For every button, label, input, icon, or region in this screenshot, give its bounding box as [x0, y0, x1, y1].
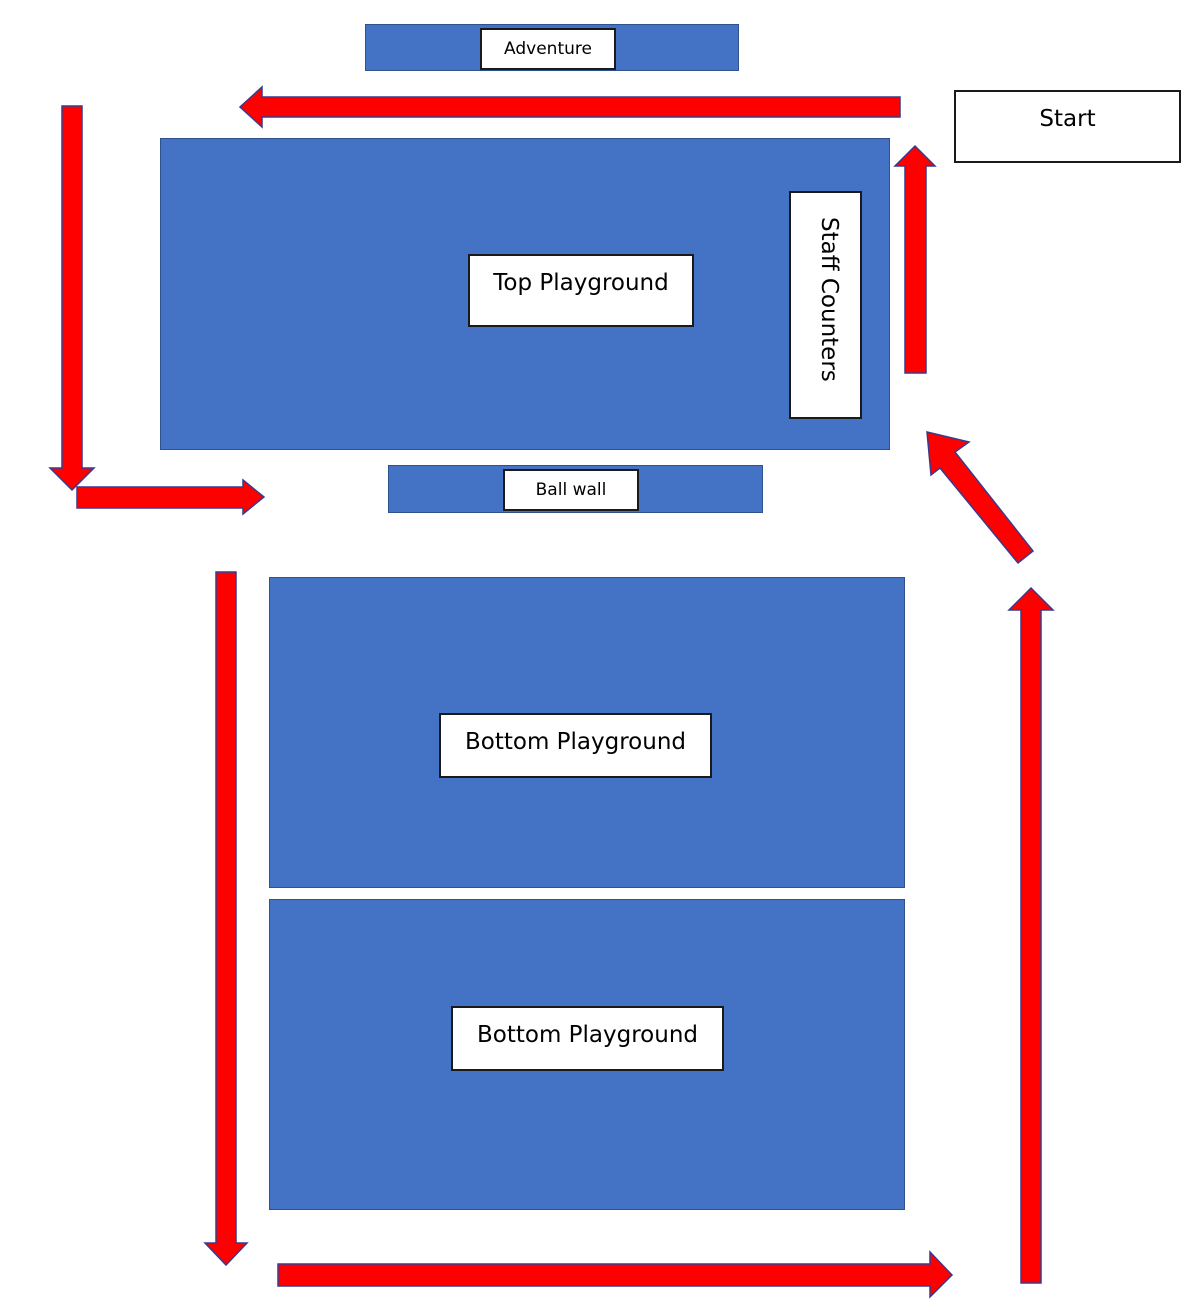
- arrow-bottom-right: [277, 1250, 954, 1299]
- top-playground-label: Top Playground: [468, 254, 694, 327]
- staff-counters-label: Staff Counters: [789, 191, 862, 419]
- start-label: Start: [954, 90, 1181, 163]
- arrow-to-ball-wall: [76, 478, 266, 516]
- arrow-start-to-adventure: [238, 85, 901, 129]
- bottom-playground-text-2: Bottom Playground: [476, 1022, 698, 1048]
- arrow-right-side-up: [1007, 586, 1055, 1284]
- arrow-diagonal-up-left: [926, 431, 1035, 565]
- adventure-text: Adventure: [504, 39, 592, 59]
- ball-wall-label: Ball wall: [503, 469, 639, 511]
- bottom-playground-text-1: Bottom Playground: [464, 729, 686, 755]
- bottom-playground-label-2: Bottom Playground: [451, 1006, 724, 1071]
- bottom-playground-label-1: Bottom Playground: [439, 713, 712, 778]
- top-playground-text: Top Playground: [493, 270, 669, 296]
- staff-counters-text: Staff Counters: [816, 217, 842, 382]
- ball-wall-text: Ball wall: [535, 480, 607, 500]
- adventure-label: Adventure: [480, 28, 616, 70]
- arrow-left-side-down: [48, 105, 96, 492]
- start-text: Start: [1039, 106, 1096, 132]
- arrow-bottom-left-down: [203, 571, 249, 1267]
- arrow-staff-up: [893, 144, 937, 374]
